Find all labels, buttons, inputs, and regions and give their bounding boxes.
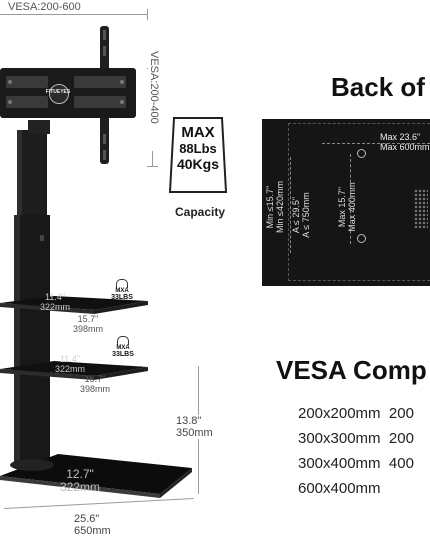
vesa-width-tick: [147, 9, 148, 20]
vesa-compat-heading: VESA Comp: [276, 355, 427, 385]
vesa-row: 300x400mm 400: [298, 455, 414, 472]
tv-stand-illustration: VESA:200-600 VESA:200-400 FITUEYES: [0, 1, 228, 537]
shelf-bottom-depth: 11.4" 322mm: [55, 354, 86, 374]
capacity-text: MAX 88Lbs 40Kgs: [176, 124, 220, 172]
weight-icon: [116, 279, 128, 288]
capacity-weight-icon: [168, 117, 228, 193]
tv-back-inner-frame: [288, 123, 430, 281]
weight-icon: [117, 336, 129, 345]
speaker-dots: [414, 189, 428, 229]
max-height-label: Max 15.7" Max 400mm: [337, 182, 357, 232]
vesa-row: 600x400mm: [298, 480, 381, 497]
base-depth-label: 12.7" 322mm: [59, 467, 100, 494]
min-height-line: [290, 157, 292, 253]
max-width-line: [322, 143, 430, 145]
stand-column: [0, 120, 192, 498]
shelf-top-depth: 11.4" 322mm: [40, 292, 71, 312]
base-height-label: 13.8" 350mm: [176, 415, 226, 439]
back-of-tv-heading: Back of: [331, 72, 425, 102]
max-height-line: [350, 154, 352, 244]
shelf-top-weight-badge: MXA 33LBS: [110, 279, 134, 301]
brand-badge-circle: [49, 84, 69, 104]
vesa-row: 300x300mm 200: [298, 430, 414, 447]
max-width-label: Max 23.6" Max 600mm: [380, 132, 430, 152]
a-dimension-label: A ≤ 29.5" A ≤ 750mm: [291, 192, 311, 238]
vesa-height-tick-bottom: [147, 166, 158, 167]
vesa-width-label: VESA:200-600: [6, 1, 118, 13]
vesa-compat-list: 200x200mm 200 300x300mm 200 300x400mm 40…: [298, 405, 430, 505]
tv-back-panel: Max 23.6" Max 600mm Min ≤15.7" Min ≤420m…: [262, 119, 430, 286]
brand-badge-label: FITUEYES: [45, 89, 71, 95]
capacity-caption: Capacity: [174, 205, 226, 219]
shelf-top-width: 15.7" 398mm: [73, 314, 104, 334]
base-width-label: 25.6" 650mm: [74, 513, 111, 537]
vesa-width-dimension-line: [0, 14, 148, 15]
shelf-bottom-weight-badge: MXA 33LBS: [111, 336, 135, 358]
mount-hole: [357, 234, 366, 243]
shelf-bottom-width: 15.7" 398mm: [80, 374, 111, 394]
min-height-label: Min ≤15.7" Min ≤420mm: [265, 181, 285, 233]
vesa-row: 200x200mm 200: [298, 405, 414, 422]
mount-hole: [357, 149, 366, 158]
